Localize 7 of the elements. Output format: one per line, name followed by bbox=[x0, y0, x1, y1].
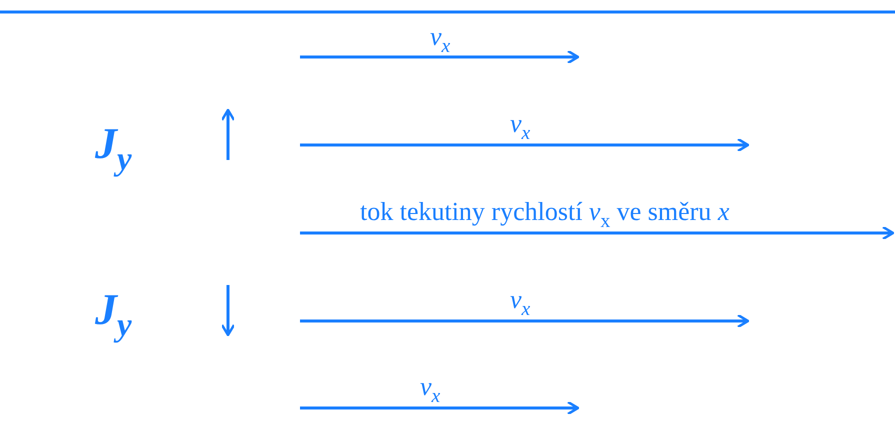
flux-label: J$_{y}$ bbox=[95, 122, 132, 177]
velocity-label: v$_{x}$ bbox=[420, 374, 440, 406]
velocity-label: v$_{x}$ bbox=[510, 287, 530, 320]
flux-label: J$_{y}$ bbox=[95, 288, 132, 343]
velocity-label: v$_{x}$ bbox=[430, 24, 450, 56]
velocity-label: v$_{x}$ bbox=[510, 111, 530, 144]
flow-caption: tok tekutiny rychlostí v$_{x}$ ve směru x bbox=[360, 199, 730, 232]
